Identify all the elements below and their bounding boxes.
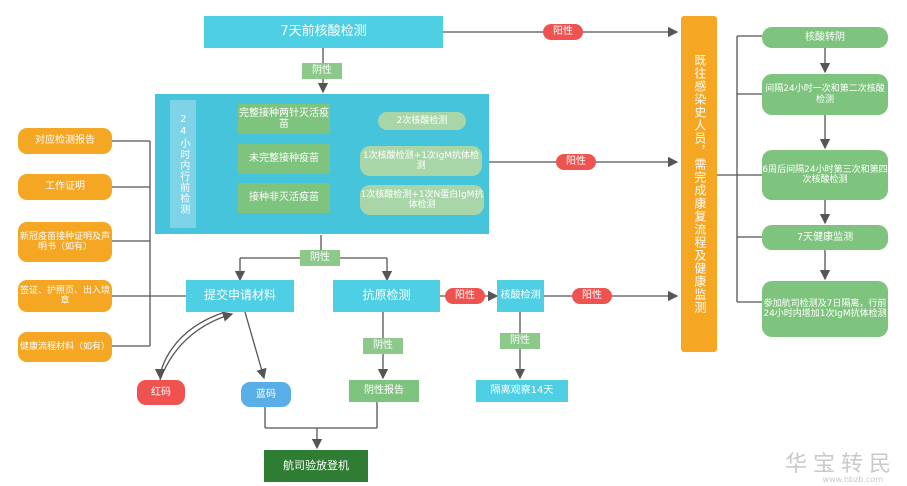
submit-application: 提交申请材料: [186, 280, 294, 312]
airline-boarding: 航司验放登机: [264, 450, 368, 482]
quarantine-14-days: 隔离观察14天: [476, 380, 568, 402]
blue-code: 蓝码: [241, 382, 291, 407]
vaccine-incomplete: 未完整接种疫苗: [238, 144, 330, 174]
tag-negative-24h: 阴性: [300, 250, 340, 266]
doc-vaccine-certificate: 新冠疫苗接种证明及声明书（如有）: [18, 222, 112, 262]
tag-positive-nucleic: 阳性: [572, 288, 612, 304]
test-nucleic-plus-igm: 1次核酸检测+1次IgM抗体检测: [360, 146, 482, 176]
recovery-second-test: 间隔24小时一次和第二次核酸检测: [762, 74, 888, 115]
recovery-nucleic-negative: 核酸转阴: [762, 27, 888, 48]
recovery-health-monitoring: 7天健康监测: [762, 225, 888, 250]
watermark: 华宝转民: [784, 452, 897, 477]
pre-24h-test-title: 24小时内行前检测: [170, 100, 196, 228]
tag-positive-24h: 阳性: [556, 154, 596, 170]
pre-7-day-nucleic-test: 7天前核酸检测: [204, 16, 443, 48]
tag-positive-top: 阳性: [543, 24, 583, 40]
infected-history-panel: 既往感染史人员，需完成康复流程及健康监测: [681, 16, 717, 352]
antigen-test: 抗原检测: [333, 280, 440, 312]
vaccine-non-inactivated: 接种非灭活疫苗: [238, 183, 330, 213]
test-nucleic-plus-n-protein-igm: 1次核酸检测+1次N蛋白IgM抗体检测: [360, 185, 484, 215]
vaccine-two-doses-inactivated: 完整接种两针灭活疫苗: [238, 104, 330, 134]
red-code: 红码: [137, 380, 185, 405]
watermark-url: www.hbzb.com: [822, 475, 884, 484]
tag-negative-antigen: 阴性: [363, 338, 403, 354]
tag-positive-antigen: 阳性: [445, 288, 485, 304]
doc-test-report: 对应检测报告: [18, 128, 112, 154]
recovery-airline-test-isolation: 参加航司检测及7日隔离，行前24小时内增加1次IgM抗体检测: [762, 281, 888, 337]
recovery-third-fourth-test: 6周后间隔24小时第三次和第四次核酸检测: [762, 150, 888, 200]
doc-health-materials: 健康流程材料（如有）: [18, 332, 112, 362]
negative-report: 阴性报告: [349, 380, 419, 402]
doc-work-certificate: 工作证明: [18, 174, 112, 200]
nucleic-test: 核酸检测: [497, 280, 544, 312]
test-two-nucleic: 2次核酸检测: [378, 112, 466, 130]
doc-visa-passport: 签证、护照页、出入境章: [18, 280, 112, 312]
tag-negative-nucleic: 阴性: [500, 333, 540, 349]
tag-negative-top: 阴性: [302, 63, 342, 79]
